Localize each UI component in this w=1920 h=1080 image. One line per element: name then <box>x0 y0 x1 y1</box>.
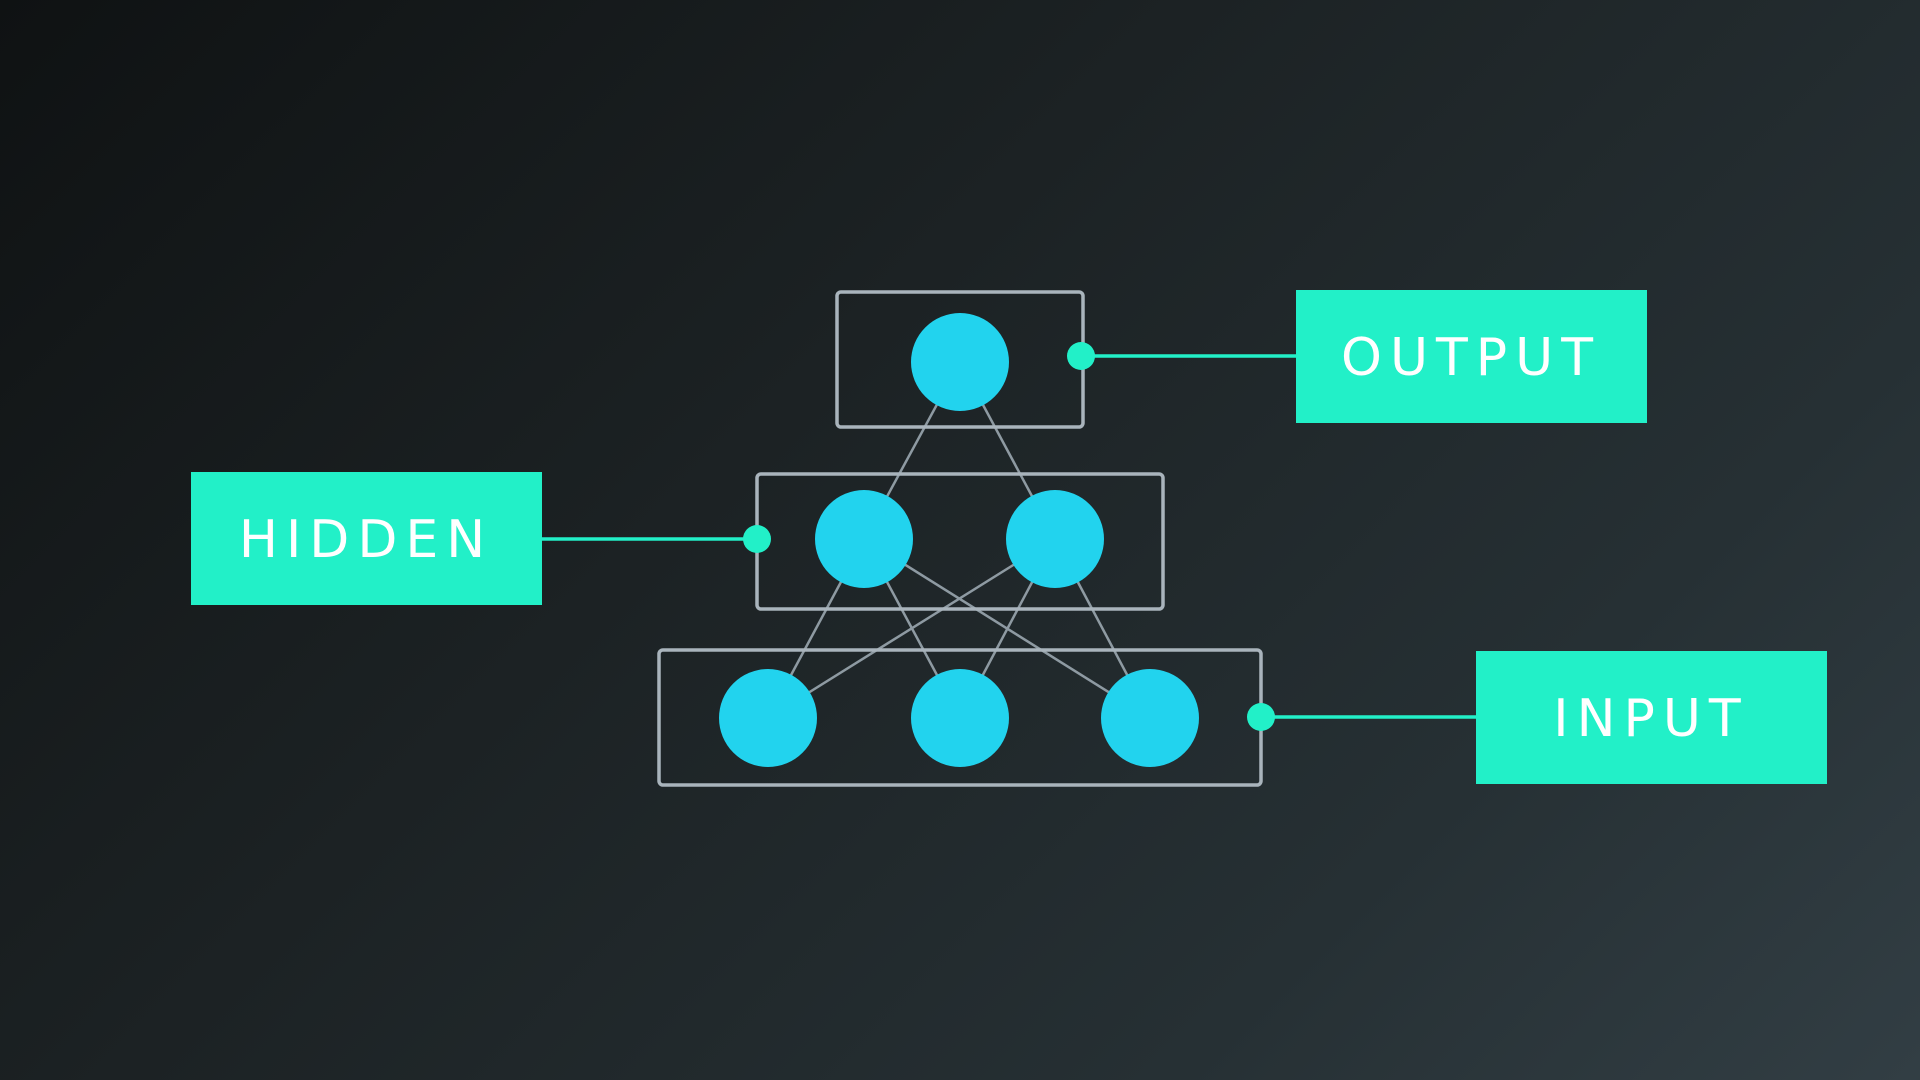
input-connector-dot <box>1247 703 1275 731</box>
hidden-label-box <box>191 472 542 605</box>
output-label-box <box>1296 290 1647 423</box>
output-layer-neurons <box>911 313 1009 411</box>
hidden-label: HIDDEN <box>239 510 493 570</box>
input-neuron <box>911 669 1009 767</box>
input-neuron <box>1101 669 1199 767</box>
hidden-neuron <box>1006 490 1104 588</box>
input-label-box <box>1476 651 1827 784</box>
output-neuron <box>911 313 1009 411</box>
input-label: INPUT <box>1553 689 1748 749</box>
input-layer-neurons <box>719 669 1199 767</box>
output-callout: OUTPUT <box>1067 290 1647 423</box>
output-label: OUTPUT <box>1341 328 1601 388</box>
output-connector-dot <box>1067 342 1095 370</box>
input-neuron <box>719 669 817 767</box>
edge-hidden2-input-1 <box>767 537 1056 720</box>
hidden-layer-neurons <box>815 490 1104 588</box>
hidden-callout: HIDDEN <box>191 472 771 605</box>
hidden-neuron <box>815 490 913 588</box>
hidden-connector-dot <box>743 525 771 553</box>
input-callout: INPUT <box>1247 651 1827 784</box>
